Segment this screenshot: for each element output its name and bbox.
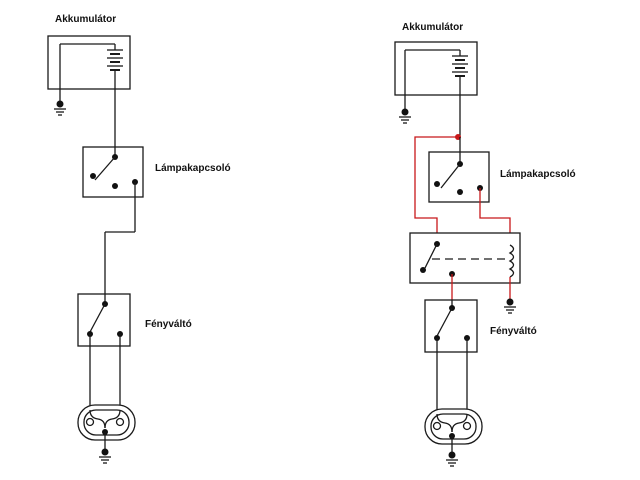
left-lamp-ground-icon	[98, 456, 112, 464]
right-light-switch: Lámpakapcsoló	[428, 151, 576, 245]
left-circuit: Akkumulátor Lámpakapcsoló	[47, 14, 231, 464]
left-dimmer-switch-label: Fényváltó	[145, 319, 192, 330]
right-battery-label: Akkumulátor	[402, 22, 463, 33]
left-battery: Akkumulátor	[47, 14, 131, 150]
right-dimmer-switch: Fényváltó	[424, 299, 537, 414]
right-lamp-ground-icon	[445, 459, 459, 467]
right-headlamp	[424, 408, 483, 467]
left-ground-node	[56, 100, 64, 108]
relay-feed-wire	[414, 134, 461, 244]
left-light-switch: Lámpakapcsoló	[82, 146, 231, 294]
left-dimmer-switch: Fényváltó	[77, 293, 192, 410]
relay	[409, 232, 521, 314]
left-light-switch-label: Lámpakapcsoló	[155, 163, 231, 174]
right-battery: Akkumulátor	[394, 22, 478, 137]
left-battery-ground-icon	[53, 108, 67, 116]
right-battery-ground-icon	[398, 116, 412, 124]
relay-ground-icon	[503, 306, 517, 314]
left-headlamp	[77, 404, 136, 464]
right-dimmer-switch-label: Fényváltó	[490, 326, 537, 337]
right-circuit: Akkumulátor Lámpakapcsoló	[394, 22, 576, 467]
left-battery-label: Akkumulátor	[55, 14, 116, 25]
right-ground-node	[401, 108, 409, 116]
right-light-switch-label: Lámpakapcsoló	[500, 169, 576, 180]
